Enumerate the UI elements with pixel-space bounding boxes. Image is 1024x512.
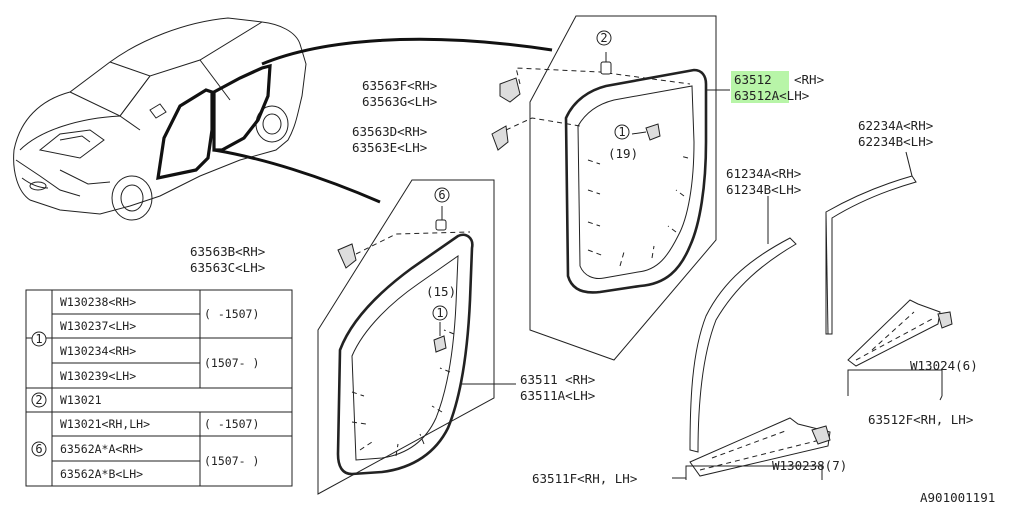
label-63511a: 63511A<LH>: [520, 388, 595, 403]
marker-1-front: 1: [436, 306, 443, 320]
label-62234b: 62234B<LH>: [858, 134, 933, 149]
label-62234a: 62234A<RH>: [858, 118, 933, 133]
marker-6: 6: [438, 188, 445, 202]
legend-ref-6: 6: [35, 442, 42, 456]
rear-sill-trim: [847, 299, 953, 401]
highlight-63512a: [731, 87, 789, 103]
legend-part: 63562A*A<RH>: [60, 442, 143, 456]
marker-2: 2: [600, 31, 607, 45]
marker-1-rear: 1: [618, 125, 625, 139]
legend-part: W130239<LH>: [60, 369, 136, 383]
legend-table: 1 2 6 W130238<RH> W130237<LH> W130234<RH…: [25, 289, 293, 487]
legend-part: W130237<LH>: [60, 319, 136, 333]
label-63563e: 63563E<LH>: [352, 140, 427, 155]
legend-ref-1: 1: [35, 332, 42, 346]
legend-part: W13021: [60, 393, 102, 407]
label-63563d: 63563D<RH>: [352, 124, 427, 139]
part-labels: 63512 <RH> 63512A<LH> 63563F<RH> 63563G<…: [190, 30, 978, 486]
label-w13024: W13024(6): [910, 358, 978, 373]
label-63563b: 63563B<RH>: [190, 244, 265, 259]
label-63512a: 63512A<LH>: [734, 88, 809, 103]
label-63563c: 63563C<LH>: [190, 260, 265, 275]
label-63563f: 63563F<RH>: [362, 78, 437, 93]
legend-range: ( -1507): [204, 307, 259, 321]
label-63563g: 63563G<LH>: [362, 94, 437, 109]
rear-door-panel: [491, 15, 730, 361]
legend-range: (1507- ): [204, 356, 259, 370]
legend-part: W130234<RH>: [60, 344, 136, 358]
diagram-id: A901001191: [920, 490, 995, 505]
legend-ref-2: 2: [35, 393, 42, 407]
front-window-molding: [689, 196, 797, 453]
legend-range: ( -1507): [204, 417, 259, 431]
label-w130238: W130238(7): [772, 458, 847, 473]
label-qty-15: (15): [426, 284, 456, 299]
label-61234b: 61234B<LH>: [726, 182, 801, 197]
label-63512: 63512: [734, 72, 772, 87]
rear-window-molding: [825, 151, 917, 335]
car-illustration: [13, 17, 553, 221]
label-61234a: 61234A<RH>: [726, 166, 801, 181]
front-sill-trim: [672, 417, 831, 480]
legend-part: W13021<RH,LH>: [60, 417, 150, 431]
label-63512f: 63512F<RH, LH>: [868, 412, 973, 427]
label-63511f: 63511F<RH, LH>: [532, 471, 637, 486]
legend-part: W130238<RH>: [60, 295, 136, 309]
legend-range: (1507- ): [204, 454, 259, 468]
front-door-panel: [317, 179, 516, 495]
label-63511: 63511 <RH>: [520, 372, 595, 387]
legend-part: 63562A*B<LH>: [60, 467, 143, 481]
label-qty-19: (19): [608, 146, 638, 161]
label-63512-rh: <RH>: [794, 72, 824, 87]
highlight-63512: [731, 71, 789, 87]
